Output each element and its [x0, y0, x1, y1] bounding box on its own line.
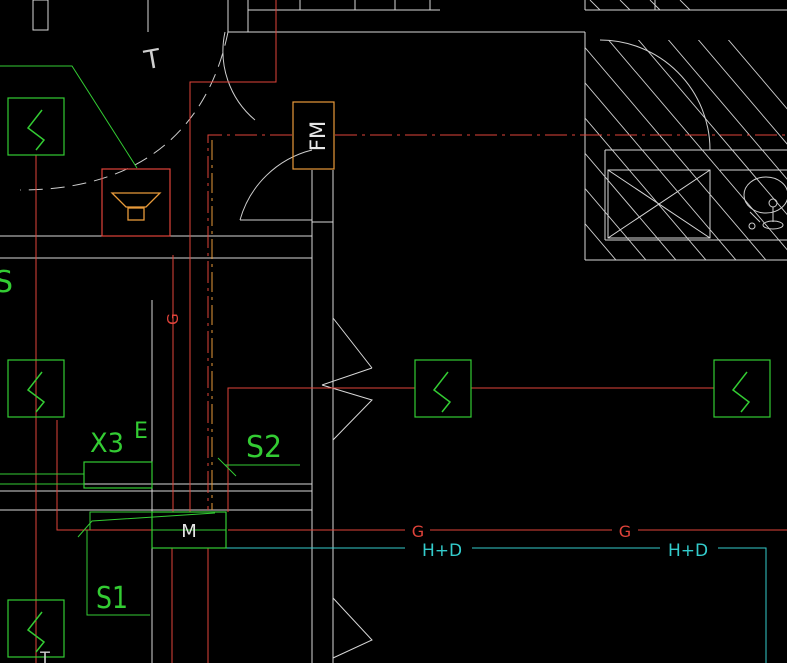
centerlines [207, 134, 787, 510]
loudspeaker-icon [101, 168, 171, 237]
label-t-bottom: T [39, 648, 50, 663]
label-s2: S2 [246, 430, 282, 465]
switch-icon-5 [7, 599, 65, 658]
door-swing-dashed [19, 31, 229, 191]
label-g-vertical: G [164, 313, 182, 325]
door-swings [222, 31, 711, 221]
label-t-mark: T [141, 44, 163, 76]
label-e: E [134, 419, 148, 444]
sink-fixture-icon [743, 176, 787, 230]
switch-icon-3 [414, 359, 472, 418]
electrical-lines [35, 0, 787, 663]
label-hd-1: H+D [422, 541, 462, 561]
switch-icon-4 [713, 359, 771, 418]
switch-icon-1 [7, 97, 65, 156]
x3-box [83, 461, 153, 489]
label-g-horizontal-2: G [619, 522, 631, 541]
label-hd-2: H+D [668, 541, 708, 561]
fm-box [292, 101, 335, 170]
cable-hd [226, 547, 767, 663]
label-fm: FM [306, 121, 330, 151]
green-lines [0, 65, 300, 616]
switch-icon-2 [7, 359, 65, 418]
label-x3: X3 [90, 428, 124, 459]
label-s1: S1 [96, 581, 128, 616]
label-g-horizontal-1: G [412, 522, 424, 541]
label-m: M [181, 521, 197, 542]
hatched-area [585, 40, 787, 260]
label-s-partial: S [0, 265, 13, 300]
